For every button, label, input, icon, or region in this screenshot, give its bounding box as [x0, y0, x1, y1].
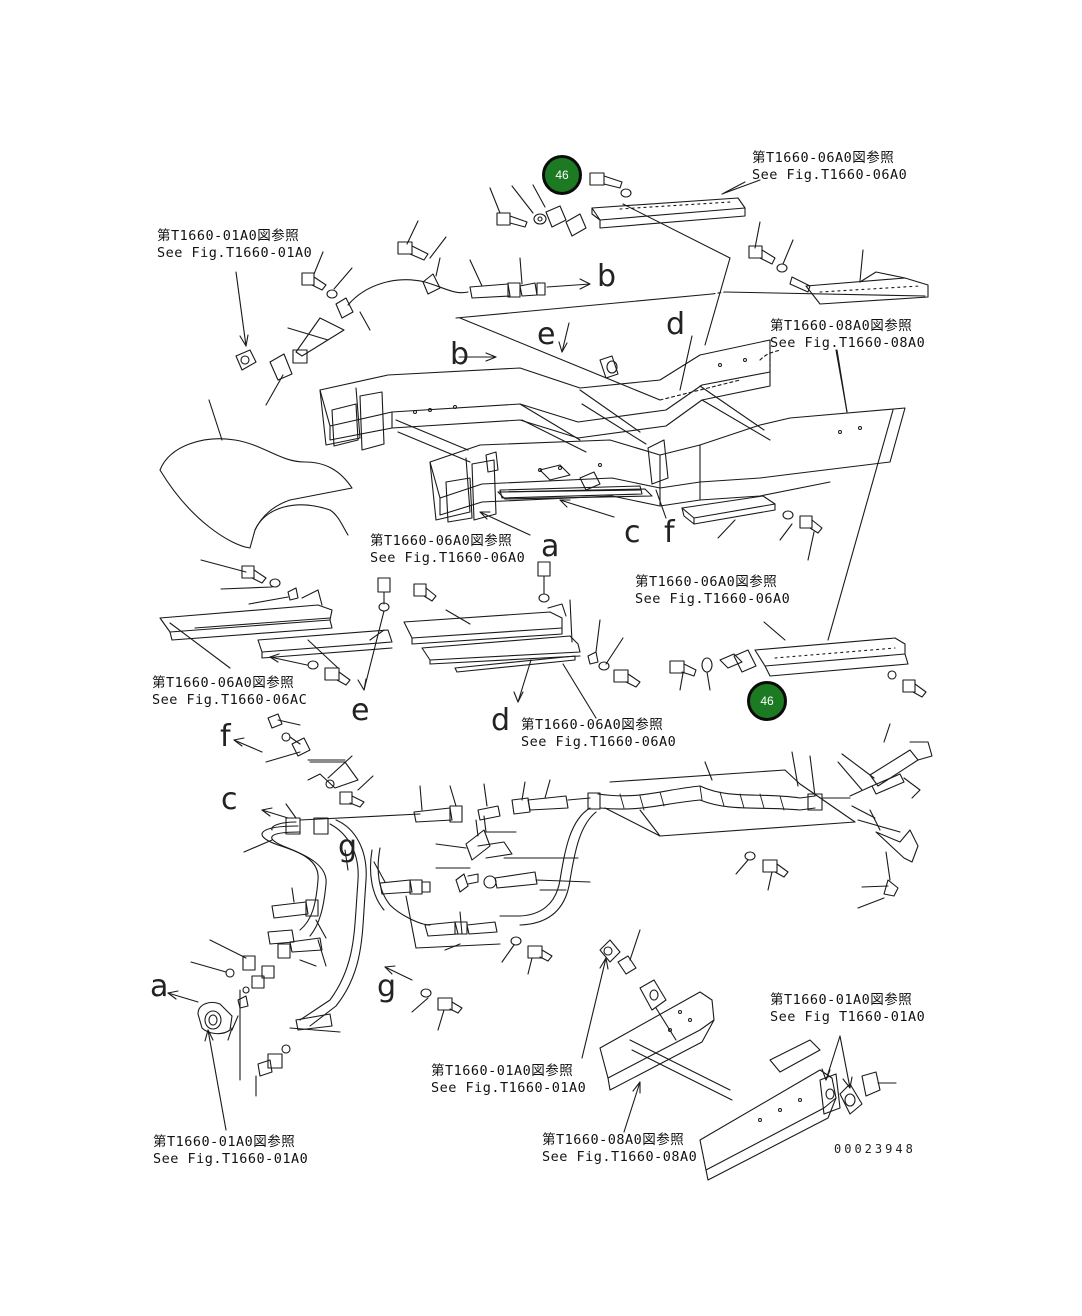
ref-jp: 第T1660-06A0図参照: [752, 150, 895, 166]
ref-label-center-cover: 第T1660-06A0図参照 See Fig.T1660-06A0: [370, 533, 525, 567]
ref-en: See Fig.T1660-01A0: [153, 1151, 309, 1167]
ref-jp: 第T1660-01A0図参照: [770, 992, 913, 1008]
ref-label-upper-left: 第T1660-01A0図参照 See Fig.T1660-01A0: [157, 228, 312, 262]
part-callout-46-right[interactable]: 46: [747, 681, 787, 721]
ref-en: See Fig.T1660-06A0: [752, 167, 908, 183]
connector-letter-d-lower: d: [491, 703, 511, 738]
ref-jp: 第T1660-08A0図参照: [542, 1132, 685, 1148]
ref-jp: 第T1660-06A0図参照: [370, 533, 513, 549]
connector-letter-d-frame: d: [666, 307, 686, 342]
bolts-center-cover: [378, 562, 640, 687]
bolt-top: [590, 173, 631, 197]
ref-jp: 第T1660-06A0図参照: [521, 717, 664, 733]
connector-letter-g-lower: g: [377, 969, 397, 1004]
ref-en: See Fig.T1660-01A0: [157, 245, 313, 261]
part-callout-46-top[interactable]: 46: [542, 155, 582, 195]
clamp-upper: [336, 274, 440, 318]
pump-frame: [600, 940, 880, 1180]
ref-en: See Fig.T1660-06AC: [152, 692, 308, 708]
cover-right: [755, 638, 908, 676]
connector-letter-c-hose: c: [221, 782, 238, 817]
ref-en: See Fig.T1660-01A0: [431, 1080, 587, 1096]
connector-letter-b-frame: b: [450, 337, 470, 372]
ref-en: See Fig.T1660-06A0: [521, 734, 677, 750]
ref-jp: 第T1660-01A0図参照: [153, 1134, 296, 1150]
nut-f: [268, 714, 310, 756]
connector-letter-f-hose: f: [220, 719, 231, 754]
connector-letter-f-frame: f: [664, 515, 675, 550]
connector-letter-e-frame: e: [537, 317, 556, 352]
right-top-plate: [806, 272, 928, 304]
bolt-upper-left: [302, 242, 428, 298]
belt-guard: [160, 439, 352, 548]
ref-label-left-cover: 第T1660-06A0図参照 See Fig.T1660-06AC: [152, 675, 307, 709]
hose-bracket-plate: [605, 770, 855, 836]
document-id: 00023948: [834, 1142, 916, 1156]
ref-en: See Fig.T1660-06A0: [370, 550, 526, 566]
ref-jp: 第T1660-01A0図参照: [431, 1063, 574, 1079]
bolt-top-left: [497, 213, 546, 227]
connector-letter-a-valve: a: [150, 969, 169, 1004]
cover-left: [160, 590, 392, 658]
bracket-upper-left: [236, 350, 292, 380]
ref-label-pump-center: 第T1660-01A0図参照 See Fig.T1660-01A0: [431, 1063, 586, 1097]
valve-block: [198, 1002, 232, 1033]
bolt-right-top: [749, 246, 810, 292]
hose-assembly: [262, 786, 850, 1026]
top-bracket-plate: [592, 198, 745, 228]
ref-jp: 第T1660-01A0図参照: [157, 228, 300, 244]
ref-en: See Fig T1660-01A0: [770, 1009, 926, 1025]
ref-jp: 第T1660-06A0図参照: [152, 675, 295, 691]
ref-en: See Fig.T1660-06A0: [635, 591, 791, 607]
ref-jp: 第T1660-06A0図参照: [635, 574, 778, 590]
main-frame: [320, 340, 905, 522]
elbow-hoses-right: [858, 742, 932, 896]
ref-en: See Fig.T1660-08A0: [770, 335, 926, 351]
cover-center: [404, 604, 580, 672]
ref-label-top-right: 第T1660-06A0図参照 See Fig.T1660-06A0: [752, 150, 907, 184]
connector-letter-c-frame: c: [624, 515, 641, 550]
hose-small-upper: [288, 318, 344, 363]
fitting-stack: [226, 900, 332, 1076]
bolt-f: [783, 511, 822, 533]
connector-letter-b-top: b: [597, 259, 617, 294]
ref-label-valve: 第T1660-01A0図参照 See Fig.T1660-01A0: [153, 1134, 308, 1168]
ref-label-pump-right: 第T1660-01A0図参照 See Fig T1660-01A0: [770, 992, 925, 1026]
connector-letter-e-lower: e: [351, 693, 370, 728]
small-plate: [546, 206, 586, 236]
ref-label-right-cover: 第T1660-06A0図参照 See Fig.T1660-06A0: [635, 574, 790, 608]
hose-fitting-b: [470, 283, 545, 298]
ref-label-pump-frame: 第T1660-08A0図参照 See Fig.T1660-08A0: [542, 1132, 697, 1166]
bolts-left-cover: [242, 566, 350, 685]
bolt-right-cover: [670, 650, 926, 697]
connector-letter-g-hose: g: [338, 829, 358, 864]
connector-letter-a-frame: a: [541, 529, 560, 564]
ref-label-lower-plate: 第T1660-06A0図参照 See Fig.T1660-06A0: [521, 717, 676, 751]
ref-en: See Fig.T1660-08A0: [542, 1149, 698, 1165]
guard-plate-f: [682, 496, 775, 524]
ref-label-right-frame: 第T1660-08A0図参照 See Fig.T1660-08A0: [770, 318, 925, 352]
ref-jp: 第T1660-08A0図参照: [770, 318, 913, 334]
